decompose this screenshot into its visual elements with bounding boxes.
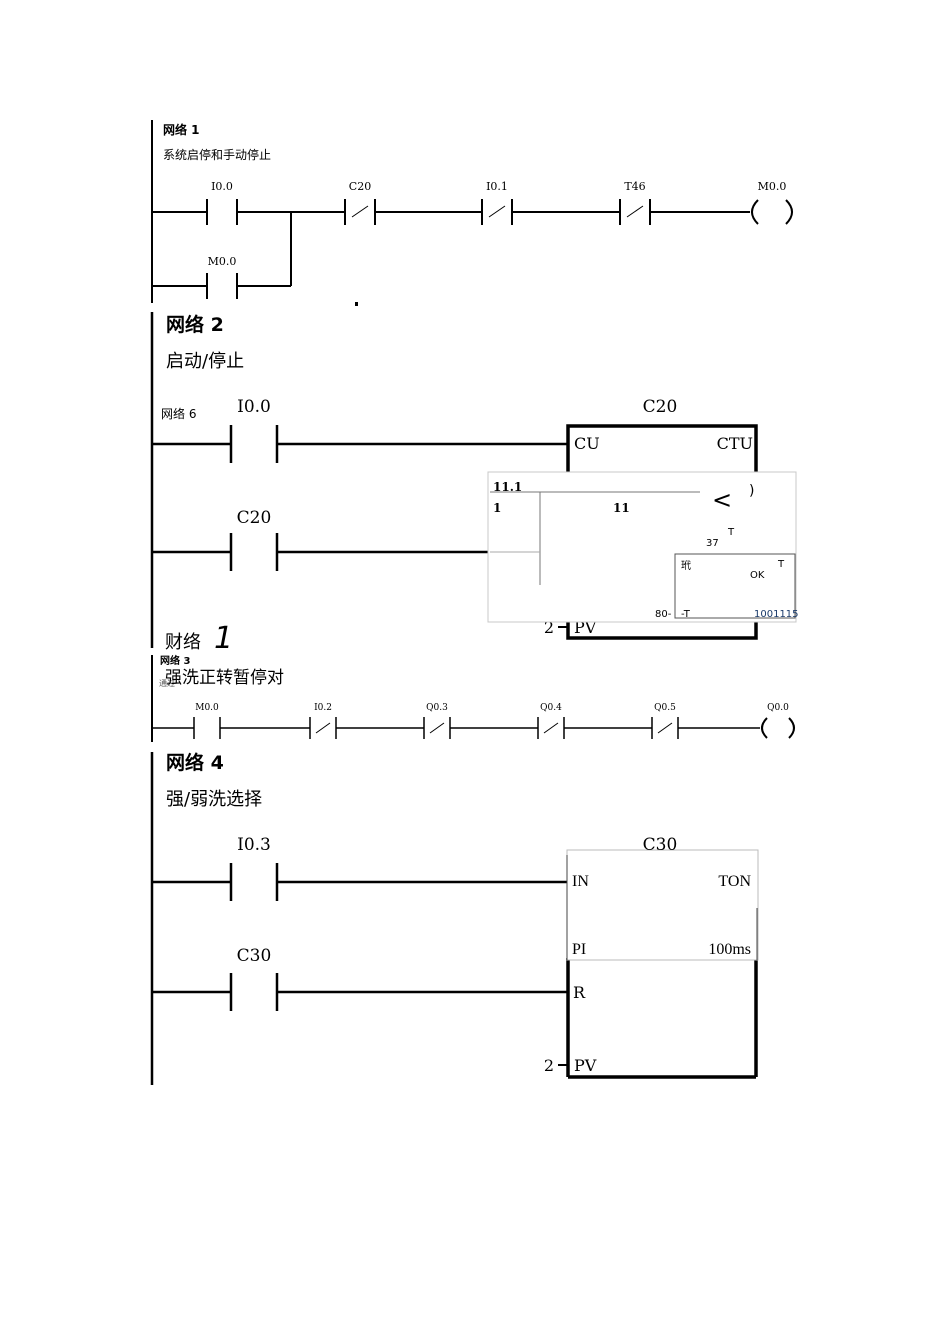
contact-label: C30 [237, 946, 272, 966]
ton-box [566, 849, 759, 961]
network-3 [151, 655, 795, 742]
contact-label: M0.0 [195, 703, 219, 713]
contact-label: Q0.3 [426, 703, 448, 713]
network-2-title: 网络 2 [166, 313, 224, 336]
popup-text: 80- [655, 609, 672, 620]
contact-label: Q0.5 [654, 703, 676, 713]
pv-value: 2 [544, 1056, 554, 1075]
popup-text: 37 [706, 538, 719, 549]
popup-text: ) [749, 483, 754, 499]
popup-text: < [712, 486, 732, 514]
overlay-network-label: 网络 6 [161, 406, 196, 421]
popup-text: T [777, 559, 785, 570]
time-base: 100ms [708, 941, 751, 958]
counter-type: CTU [717, 434, 753, 453]
pv-value: 2 [544, 618, 554, 637]
network-3-sub: 通过 [159, 678, 175, 688]
contact-label: Q0.4 [540, 703, 562, 713]
network-4-comment: 强/弱洗选择 [166, 789, 262, 810]
popup-text: 11.1 [493, 480, 522, 494]
coil-label: Q0.0 [767, 703, 789, 713]
network-4 [150, 752, 758, 1085]
popup-text: 11 [613, 501, 630, 515]
contact-label: I0.0 [237, 397, 271, 417]
pin-pv: PV [574, 618, 597, 637]
popup-text: 玳 [681, 560, 691, 572]
popup-text: 1001115 [754, 609, 799, 620]
network-1-title: 网络 1 [163, 122, 200, 137]
network-1-comment: 系统启停和手动停止 [163, 147, 271, 162]
contact-label: I0.2 [314, 703, 332, 713]
pin-pv: PV [574, 1056, 597, 1075]
overlay-popup [487, 471, 797, 623]
popup-text: T [727, 527, 735, 538]
pin-cu: CU [574, 434, 600, 453]
network-3-overlay-title: 财络 [165, 632, 201, 653]
pin-r: R [573, 983, 586, 1002]
counter-name: C20 [643, 397, 678, 417]
contact-label: C20 [237, 508, 272, 528]
contact-label: I0.1 [486, 180, 508, 193]
coil-label: M0.0 [758, 180, 787, 193]
pin-in: IN [572, 873, 589, 890]
popup-text: -T [681, 609, 691, 620]
network-3-comment: 强洗正转暂停对 [165, 668, 284, 688]
network-3-title: 网络 3 [160, 654, 190, 667]
contact-label: M0.0 [208, 255, 237, 268]
timer-name: C30 [643, 835, 678, 855]
contact-label: T46 [624, 180, 645, 193]
contact-label: I0.0 [211, 180, 233, 193]
contact-label: C20 [349, 180, 371, 193]
network-3-overlay-num: 1 [214, 621, 233, 656]
network-1 [151, 120, 793, 306]
network-2-comment: 启动/停止 [166, 351, 244, 372]
contact-label: I0.3 [237, 835, 271, 855]
popup-text: OK [750, 570, 765, 581]
pin-pt: PI [572, 941, 586, 958]
timer-type: TON [718, 873, 751, 890]
popup-text: 1 [493, 501, 501, 515]
network-4-title: 网络 4 [166, 751, 224, 774]
